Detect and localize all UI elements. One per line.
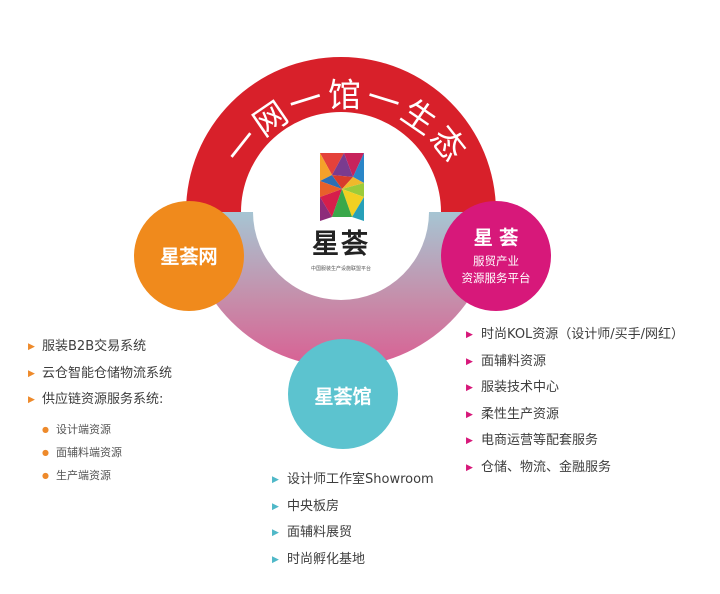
triangle-bullet-icon: ▶ <box>466 330 473 340</box>
bottom-circle <box>288 339 398 449</box>
list-item: ▶面辅料展贸 <box>272 520 434 547</box>
right-circle-line1: 服贸产业 <box>473 254 519 268</box>
triangle-bullet-icon: ▶ <box>466 356 473 367</box>
list-item: ▶时尚KOL资源（设计师/买手/网红） <box>466 322 684 349</box>
triangle-bullet-icon: ▶ <box>272 501 279 512</box>
list-item: ▶供应链资源服务系统: <box>28 387 172 414</box>
right-circle-title: 星 荟 <box>473 227 519 249</box>
list-item: ▶柔性生产资源 <box>466 402 684 429</box>
list-item: ▶中央板房 <box>272 494 434 521</box>
triangle-bullet-icon: ▶ <box>466 462 473 473</box>
dot-bullet-icon: ● <box>42 425 49 434</box>
center-tagline: 中国服装生产设施联盟平台 <box>311 265 371 272</box>
list-item: ●生产端资源 <box>42 464 122 487</box>
list-item: ●面辅料端资源 <box>42 441 122 464</box>
right-circle-line2: 资源服务平台 <box>461 271 531 285</box>
list-item: ▶服装B2B交易系统 <box>28 334 172 361</box>
list-item: ●设计端资源 <box>42 418 122 441</box>
left-feature-list: ▶服装B2B交易系统 ▶云仓智能仓储物流系统 ▶供应链资源服务系统: <box>28 334 172 414</box>
list-item: ▶设计师工作室Showroom <box>272 467 434 494</box>
list-item: ▶云仓智能仓储物流系统 <box>28 361 172 388</box>
bottom-feature-list: ▶设计师工作室Showroom ▶中央板房 ▶面辅料展贸 ▶时尚孵化基地 <box>272 467 434 573</box>
red-arc-band <box>186 57 496 212</box>
dot-bullet-icon: ● <box>42 448 49 457</box>
list-item: ▶服装技术中心 <box>466 375 684 402</box>
triangle-bullet-icon: ▶ <box>28 368 35 379</box>
triangle-bullet-icon: ▶ <box>272 528 279 538</box>
triangle-bullet-icon: ▶ <box>466 409 473 420</box>
right-feature-list: ▶时尚KOL资源（设计师/买手/网红） ▶面辅料资源 ▶服装技术中心 ▶柔性生产… <box>466 322 684 481</box>
left-circle <box>134 201 244 311</box>
triangle-bullet-icon: ▶ <box>466 436 473 446</box>
triangle-bullet-icon: ▶ <box>28 395 35 405</box>
left-circle-title: 星荟网 <box>160 246 218 268</box>
dot-bullet-icon: ● <box>42 471 49 480</box>
bottom-circle-title: 星荟馆 <box>314 386 372 408</box>
list-item: ▶面辅料资源 <box>466 349 684 376</box>
list-item: ▶时尚孵化基地 <box>272 547 434 574</box>
triangle-bullet-icon: ▶ <box>466 383 473 393</box>
right-circle <box>441 201 551 311</box>
list-item: ▶电商运营等配套服务 <box>466 428 684 455</box>
triangle-bullet-icon: ▶ <box>272 475 279 485</box>
xinghui-logo-icon <box>320 153 364 221</box>
list-item: ▶仓储、物流、金融服务 <box>466 455 684 482</box>
triangle-bullet-icon: ▶ <box>28 342 35 352</box>
triangle-bullet-icon: ▶ <box>272 554 279 565</box>
left-sub-list: ●设计端资源 ●面辅料端资源 ●生产端资源 <box>42 418 122 487</box>
center-brand: 星荟 <box>312 229 370 260</box>
